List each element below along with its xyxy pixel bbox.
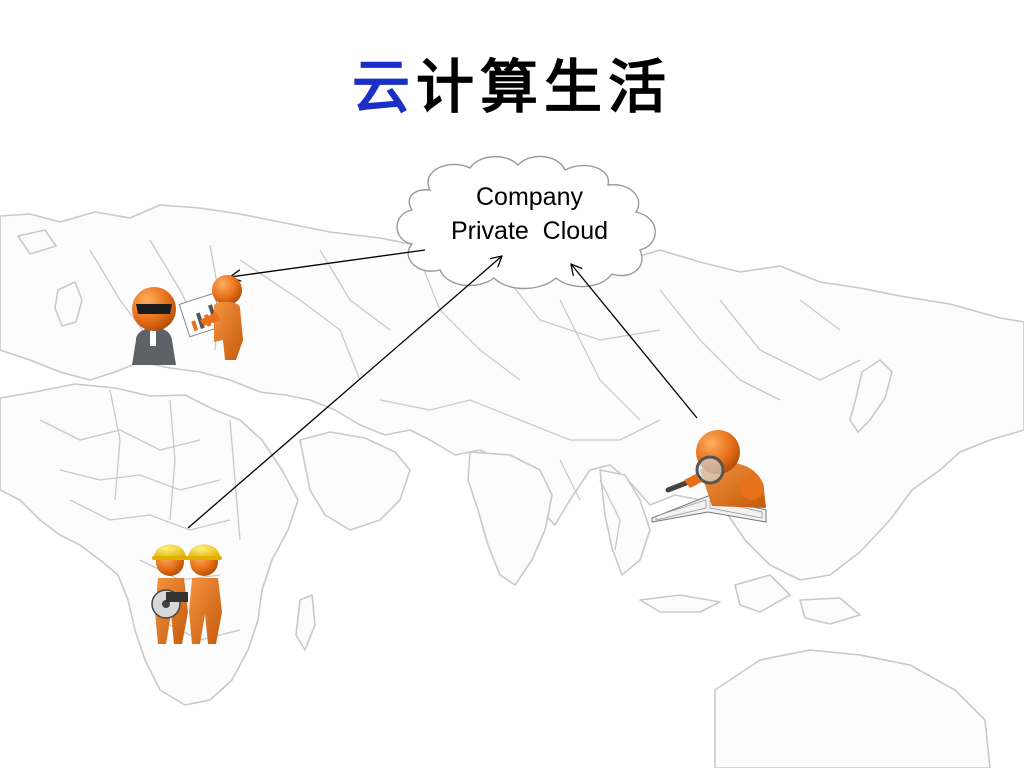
slide-title: 云计算生活 bbox=[0, 58, 1024, 116]
construction-workers-icon bbox=[151, 544, 222, 644]
arrow-icon bbox=[571, 264, 698, 419]
indonesia-island-1 bbox=[639, 594, 721, 613]
magnifier-reader-icon bbox=[651, 430, 767, 523]
title-accent: 云 bbox=[351, 53, 416, 121]
arabia-landmass bbox=[299, 431, 411, 531]
cloud-label: Company Private Cloud bbox=[432, 180, 627, 248]
business-meeting-icon bbox=[132, 275, 243, 365]
indonesia-island-3 bbox=[799, 597, 861, 625]
japan-landmass bbox=[849, 359, 893, 433]
iceland-landmass bbox=[17, 229, 57, 255]
cloud-label-line2: Private Cloud bbox=[450, 217, 609, 245]
madagascar-landmass bbox=[295, 594, 316, 651]
arrow-icon bbox=[187, 256, 502, 529]
indonesia-island-2 bbox=[734, 574, 791, 613]
sea-peninsula bbox=[599, 469, 651, 576]
uk-landmass bbox=[54, 281, 83, 327]
cloud-icon bbox=[396, 155, 656, 290]
india-landmass bbox=[467, 451, 553, 586]
australia-landmass bbox=[714, 649, 991, 768]
africa-landmass bbox=[0, 383, 299, 706]
cloud-label-line1: Company bbox=[476, 183, 583, 211]
arrow-icon bbox=[230, 249, 426, 277]
title-rest: 计算生活 bbox=[416, 53, 673, 121]
